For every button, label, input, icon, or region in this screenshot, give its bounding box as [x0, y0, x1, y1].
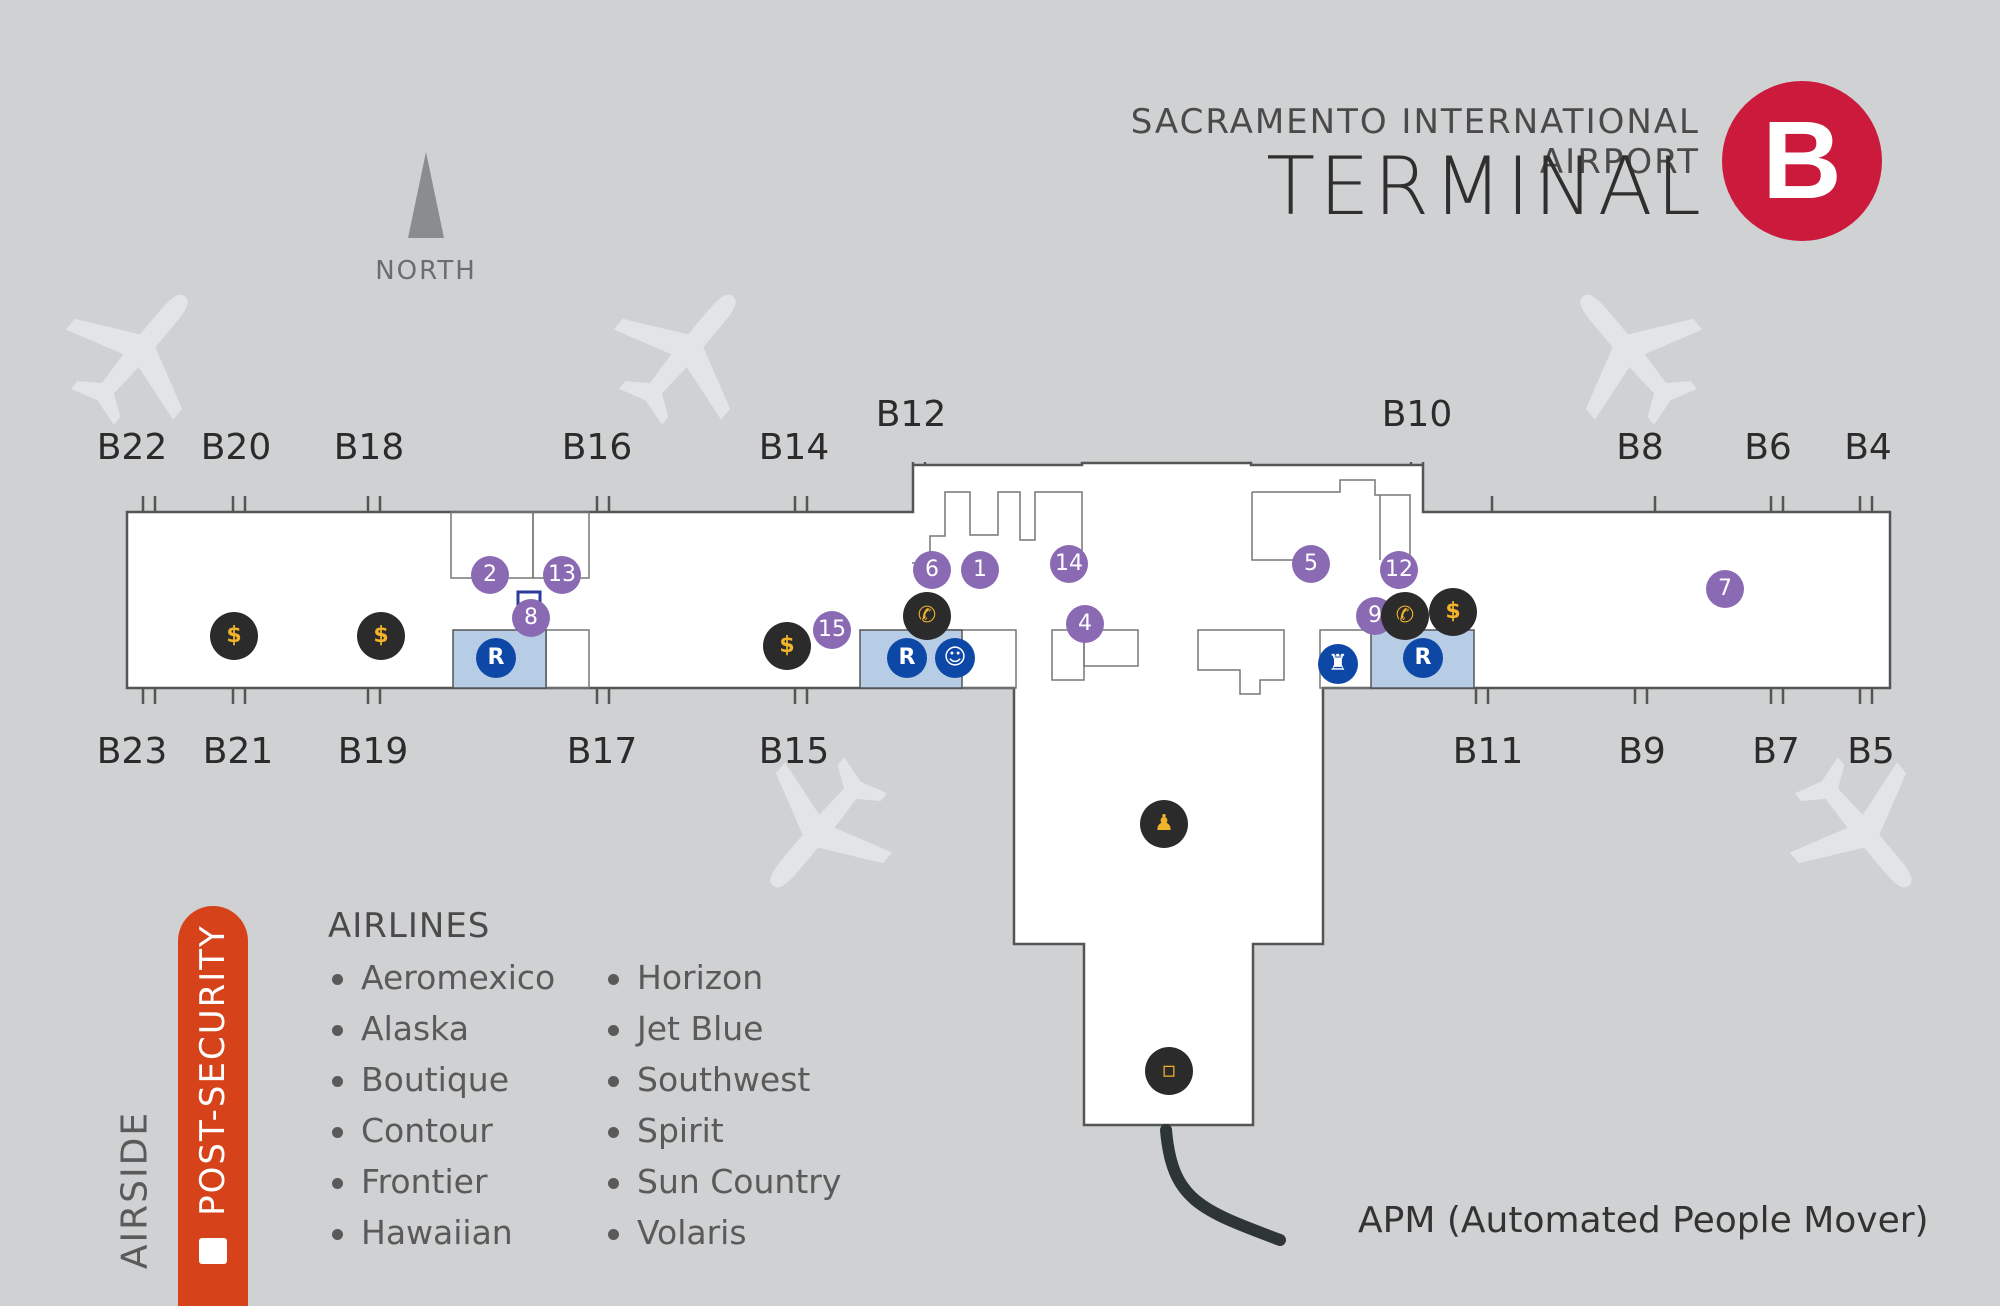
airline-item: Spirit: [608, 1111, 724, 1150]
gate-label: B16: [561, 427, 633, 468]
terminal-badge: B: [1722, 81, 1882, 241]
airline-item: Horizon: [608, 958, 763, 997]
poi-marker[interactable]: 2: [471, 556, 509, 594]
gate-label: B8: [1616, 427, 1664, 468]
airline-item: Aeromexico: [332, 958, 555, 997]
airline-item: Boutique: [332, 1060, 509, 1099]
gate-connectors-top: [141, 462, 1874, 704]
gate-label: B5: [1847, 731, 1895, 772]
poi-marker[interactable]: 8: [512, 599, 550, 637]
gate-label: B9: [1618, 731, 1666, 772]
north-label: NORTH: [375, 256, 477, 286]
airline-item: Jet Blue: [608, 1009, 764, 1048]
gate-label: B22: [96, 427, 168, 468]
poi-marker[interactable]: 15: [813, 611, 851, 649]
poi-marker[interactable]: 12: [1380, 551, 1418, 589]
airline-item: Sun Country: [608, 1162, 841, 1201]
phone-icon[interactable]: ✆: [1381, 592, 1429, 640]
post-security-label: POST-SECURITY: [193, 924, 233, 1216]
atm-icon[interactable]: $: [763, 622, 811, 670]
airplane-icon: [1529, 251, 1730, 452]
gate-label: B18: [333, 427, 405, 468]
gate-label: B6: [1744, 427, 1792, 468]
north-arrow-icon: [408, 152, 444, 238]
airline-item: Hawaiian: [332, 1213, 513, 1252]
atm-icon[interactable]: $: [357, 612, 405, 660]
gate-label: B21: [202, 731, 274, 772]
atm-icon[interactable]: $: [210, 612, 258, 660]
poi-marker[interactable]: 13: [543, 556, 581, 594]
poi-marker[interactable]: 5: [1292, 545, 1330, 583]
poi-marker[interactable]: 1: [961, 551, 999, 589]
airline-item: Alaska: [332, 1009, 469, 1048]
airlines-title: AIRLINES: [328, 906, 491, 946]
airline-item: Southwest: [608, 1060, 810, 1099]
family-restroom-icon[interactable]: ☺: [935, 638, 975, 678]
airside-label: AIRSIDE: [114, 1110, 156, 1270]
tsa-officer-icon[interactable]: ♟: [1140, 800, 1188, 848]
poi-marker[interactable]: 6: [913, 551, 951, 589]
apm-track: [1160, 1124, 1286, 1246]
airline-item: Contour: [332, 1111, 493, 1150]
gate-label: B10: [1381, 394, 1453, 435]
poi-marker[interactable]: 4: [1066, 605, 1104, 643]
train-icon[interactable]: ▫: [1145, 1047, 1193, 1095]
gate-label: B12: [875, 394, 947, 435]
airplane-icon: [38, 251, 239, 452]
atm-icon[interactable]: $: [1429, 588, 1477, 636]
poi-marker[interactable]: 14: [1050, 545, 1088, 583]
gate-label: B23: [96, 731, 168, 772]
poi-marker[interactable]: 7: [1706, 570, 1744, 608]
airline-item: Frontier: [332, 1162, 488, 1201]
gate-label: B17: [566, 731, 638, 772]
apm-label: APM (Automated People Mover): [1358, 1200, 1929, 1241]
terminal-title: TERMINAL: [1266, 140, 1705, 233]
gate-label: B11: [1452, 731, 1524, 772]
airplane-icon: [586, 251, 787, 452]
gate-label: B19: [337, 731, 409, 772]
gate-label: B4: [1844, 427, 1892, 468]
lock-icon: [199, 1238, 227, 1264]
gate-label: B20: [200, 427, 272, 468]
restroom-icon[interactable]: R: [887, 638, 927, 678]
gate-label: B7: [1752, 731, 1800, 772]
airline-item: Volaris: [608, 1213, 747, 1252]
airport-name: SACRAMENTO INTERNATIONAL AIRPORT: [1130, 102, 1700, 182]
gate-label: B15: [758, 731, 830, 772]
pet-relief-icon[interactable]: ♜: [1318, 644, 1358, 684]
gate-label: B14: [758, 427, 830, 468]
restroom-icon[interactable]: R: [1403, 638, 1443, 678]
phone-icon[interactable]: ✆: [903, 592, 951, 640]
restroom-icon[interactable]: R: [476, 638, 516, 678]
